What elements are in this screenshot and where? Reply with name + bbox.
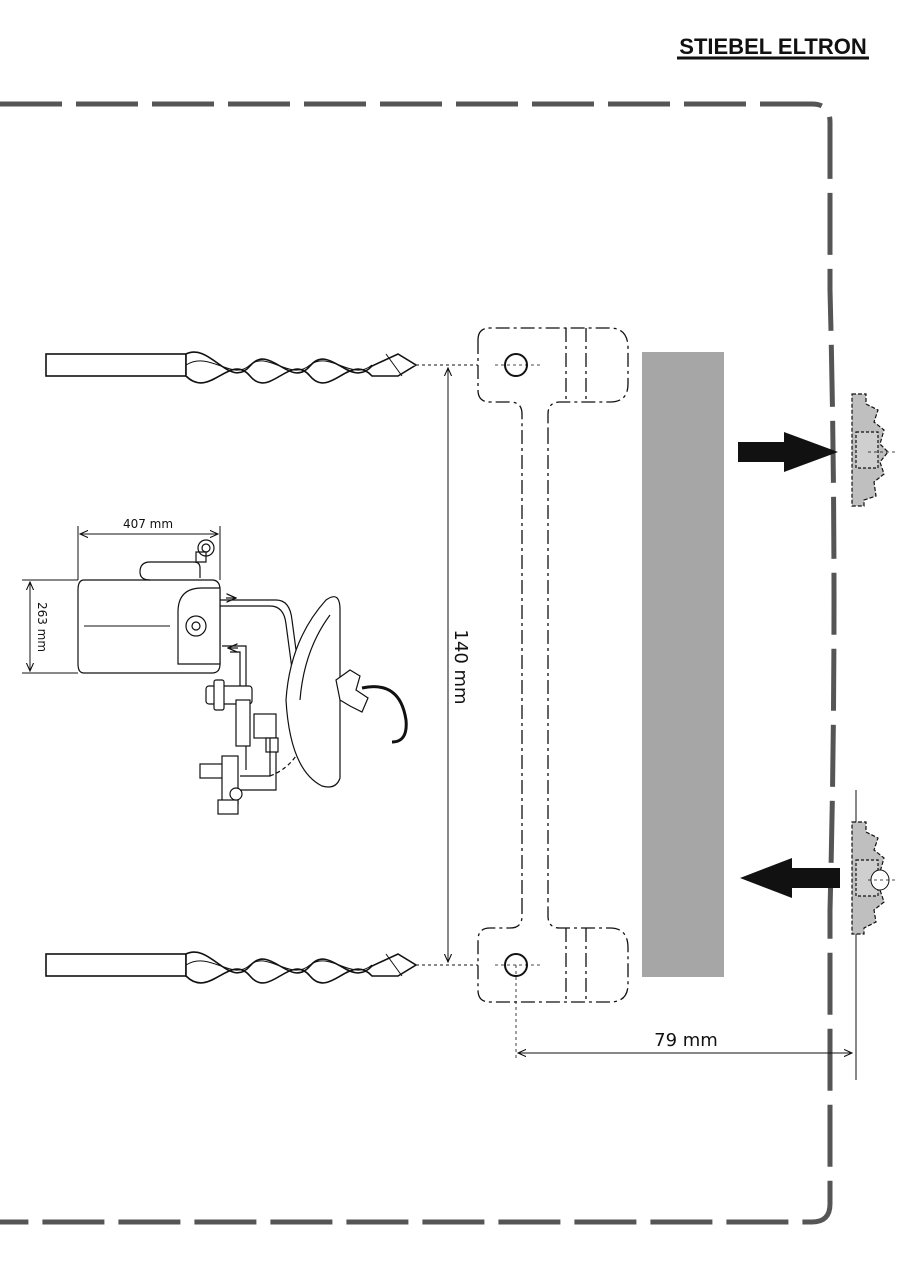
arrow-left-icon — [740, 858, 840, 898]
template-bar — [642, 352, 724, 977]
drill-bit-top — [45, 351, 478, 384]
page-frame — [0, 101, 837, 1225]
wall-offset-label: 79 mm — [654, 1030, 718, 1051]
heater-width-label: 407 mm — [123, 517, 173, 531]
arrow-right-icon — [738, 432, 838, 472]
logo-text: STIEBEL ELTRON — [679, 34, 866, 59]
water-heater-illustration — [22, 526, 408, 815]
brand-logo: STIEBEL ELTRON — [677, 34, 869, 60]
wall-section-top — [851, 393, 898, 507]
heater-height-label: 263 mm — [35, 602, 49, 652]
wall-section-bottom — [851, 821, 898, 935]
hole-spacing-label: 140 mm — [450, 629, 471, 704]
dimension-hole-spacing: 140 mm — [448, 368, 471, 962]
mounting-holes — [495, 353, 540, 1060]
mounting-bracket-outline — [477, 327, 629, 1003]
drill-bit-bottom — [45, 951, 478, 984]
